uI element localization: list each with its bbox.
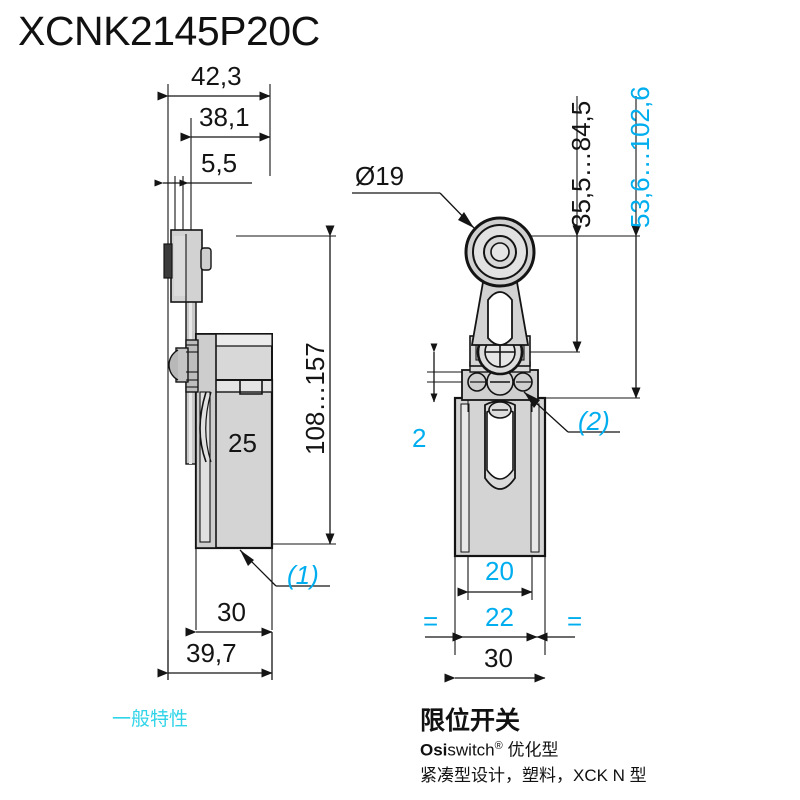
left-pivot-boss <box>168 339 199 393</box>
dim-label-30: 30 <box>217 597 246 627</box>
dim-label-53-6-102-6: 53,6…102,6 <box>625 86 655 228</box>
product-family-heading: 限位开关 <box>420 707 521 735</box>
left-caption-note: 一般特性 <box>112 709 189 730</box>
dim-label-20: 20 <box>485 556 514 586</box>
brand-switch: switch <box>447 740 495 760</box>
product-subtitle: Osiswitch® 优化型 <box>420 740 558 761</box>
brand-osi: Osi <box>420 740 448 760</box>
equal-symbol-left: = <box>423 606 439 636</box>
right-collar <box>461 361 539 401</box>
left-dimension-39-7 <box>157 632 273 680</box>
dim-label-42-3: 42,3 <box>191 61 242 91</box>
callout-2: (2) <box>578 406 610 436</box>
registered-mark-icon: ® <box>494 740 503 752</box>
page-title: XCNK2145P20C <box>18 8 320 54</box>
dim-label-30-front: 30 <box>484 643 513 673</box>
equal-symbol-right: = <box>567 606 583 636</box>
dim-label-38-1: 38,1 <box>199 102 250 132</box>
right-lever-arm <box>470 264 530 346</box>
right-callout-2-leader <box>523 391 620 433</box>
dim-label-dia19: Ø19 <box>355 161 405 191</box>
right-dia19-leader <box>352 192 475 229</box>
dim-label-25: 25 <box>228 428 257 458</box>
left-cable-entry <box>199 391 212 463</box>
left-body-housing <box>194 333 274 550</box>
dim-label-39-7: 39,7 <box>186 638 237 668</box>
dim-label-2: 2 <box>412 423 427 453</box>
dim-label-108-157: 108…157 <box>300 342 330 455</box>
left-callout-1-leader <box>239 549 330 587</box>
product-description: 紧凑型设计，塑料，XCK N 型 <box>420 766 647 785</box>
dim-label-22: 22 <box>485 602 514 632</box>
right-plunger-slot <box>484 400 516 490</box>
dim-label-35-5-84-5: 35,5…84,5 <box>566 100 596 228</box>
dim-label-5-5: 5,5 <box>201 148 238 178</box>
callout-1: (1) <box>287 560 319 590</box>
left-lever-head <box>163 229 212 303</box>
brand-suffix: 优化型 <box>502 740 559 760</box>
right-roller <box>464 216 536 288</box>
